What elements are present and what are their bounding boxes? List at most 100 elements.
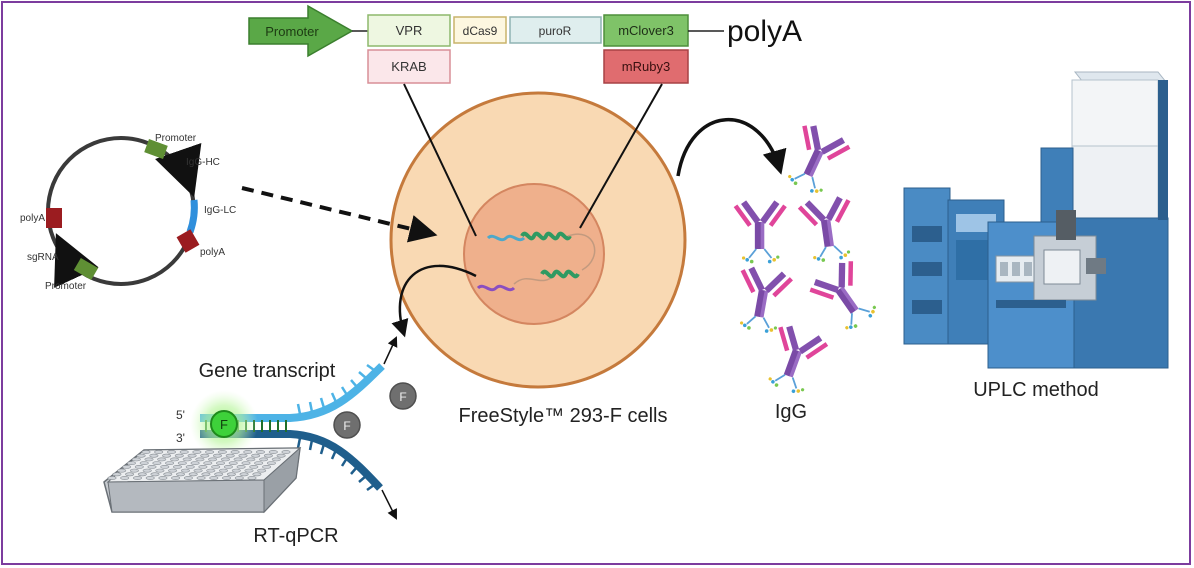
plate-well: [131, 457, 141, 462]
plate-well: [160, 464, 170, 469]
dcas9-label: dCas9: [463, 24, 498, 38]
plate-well: [129, 468, 139, 473]
plate-well: [246, 457, 256, 462]
secretion-arrow: [676, 117, 787, 177]
plasmid-polya-right-label: polyA: [200, 247, 225, 258]
plasmid-polya-right: [176, 229, 200, 253]
fluorophore-free-label: F: [343, 419, 350, 433]
plate-well: [188, 472, 198, 477]
plate-well: [238, 453, 248, 458]
plate-well: [243, 450, 253, 454]
plate-well: [213, 453, 223, 458]
plate-well: [142, 468, 152, 473]
plate-well: [147, 464, 157, 469]
fluorophore-free: [333, 411, 361, 439]
plate-well: [177, 461, 187, 466]
mclover3-label: mClover3: [618, 23, 674, 38]
plate-well: [180, 468, 190, 473]
krab-pointer: [403, 83, 477, 237]
mruby3-label: mRuby3: [622, 59, 670, 74]
uplc-instrument: UPLC method: [903, 71, 1169, 401]
plate-well: [203, 461, 213, 466]
puror-label: puroR: [539, 24, 572, 38]
plate-well: [139, 461, 149, 466]
plate-well: [239, 472, 249, 477]
plate-well: [281, 450, 291, 454]
plate-well: [263, 453, 273, 458]
upper-extension-arrow: [383, 336, 398, 365]
plate-well: [259, 457, 269, 462]
plate-well: [208, 457, 218, 462]
plate-well: [162, 453, 172, 458]
uplc-label: UPLC method: [973, 379, 1099, 401]
plasmid-promoter-bottom-label: Promoter: [45, 281, 87, 292]
mclover3-box: [603, 14, 689, 47]
plate-well: [144, 457, 154, 462]
construct-polya-label: polyA: [727, 15, 802, 48]
plate-well: [254, 461, 264, 466]
plate-well: [134, 464, 144, 469]
plate-well: [214, 472, 224, 477]
antibody-icon: [761, 324, 828, 398]
transcript-bottom-ticks: [296, 437, 375, 492]
plate-well: [170, 457, 180, 462]
igg-cluster: IgG: [733, 123, 884, 423]
plate-well: [150, 472, 160, 477]
plate-well: [216, 461, 226, 466]
antibody-icon: [780, 123, 851, 199]
transcript-top-strand: [200, 363, 385, 422]
plate-well: [222, 476, 232, 480]
plasmid-sgrna-label: sgRNA: [27, 252, 59, 263]
plate-well: [247, 476, 257, 480]
plate-well: [230, 450, 240, 454]
plate-well: [206, 468, 216, 473]
plasmid-igg-lc-label: IgG-LC: [204, 205, 236, 216]
plate-well: [198, 464, 208, 469]
pcr-plate: [103, 446, 302, 514]
plate-well: [126, 461, 136, 466]
plate-well: [155, 468, 165, 473]
plate-well: [107, 476, 117, 480]
plate-well: [133, 476, 143, 480]
plate-well: [122, 464, 132, 469]
antibody-icon: [733, 267, 792, 336]
plate-well: [223, 464, 233, 469]
plate-well: [154, 450, 164, 454]
mruby3-box: [603, 49, 689, 84]
mruby3-pointer: [579, 83, 663, 229]
plate-well: [187, 453, 197, 458]
plate-well: [125, 472, 135, 477]
plate-well: [209, 476, 219, 480]
promoter-label: Promoter: [265, 24, 319, 39]
plasmid-igg-hc-label: IgG-HC: [186, 157, 220, 168]
plate-well: [205, 450, 215, 454]
plate-well: [120, 476, 130, 480]
rt-qpcr-label: RT-qPCR: [253, 525, 338, 547]
plate-well: [236, 464, 246, 469]
plate-well: [152, 461, 162, 466]
dcas9-activator-complex: [486, 231, 596, 271]
plate-well: [173, 464, 183, 469]
nucleus: [463, 183, 605, 325]
plasmid-polya-left: [46, 208, 62, 228]
promoter-arrow: [248, 4, 354, 58]
plate-well: [249, 464, 259, 469]
plate-well: [179, 450, 189, 454]
antibody-icon: [736, 202, 786, 263]
plate-well: [251, 453, 261, 458]
vpr-box: [367, 14, 451, 47]
plate-well: [171, 476, 181, 480]
plate-well: [136, 453, 146, 458]
plate-well: [225, 453, 235, 458]
plate-well: [268, 450, 278, 454]
plate-well: [192, 450, 202, 454]
antibody-icon: [808, 258, 884, 337]
krab-label: KRAB: [391, 59, 426, 74]
plate-well: [165, 461, 175, 466]
transcript-bottom-strand: [200, 430, 383, 491]
plate-well: [157, 457, 167, 462]
fluorophore-active-label: F: [220, 417, 228, 432]
plate-well: [168, 468, 178, 473]
